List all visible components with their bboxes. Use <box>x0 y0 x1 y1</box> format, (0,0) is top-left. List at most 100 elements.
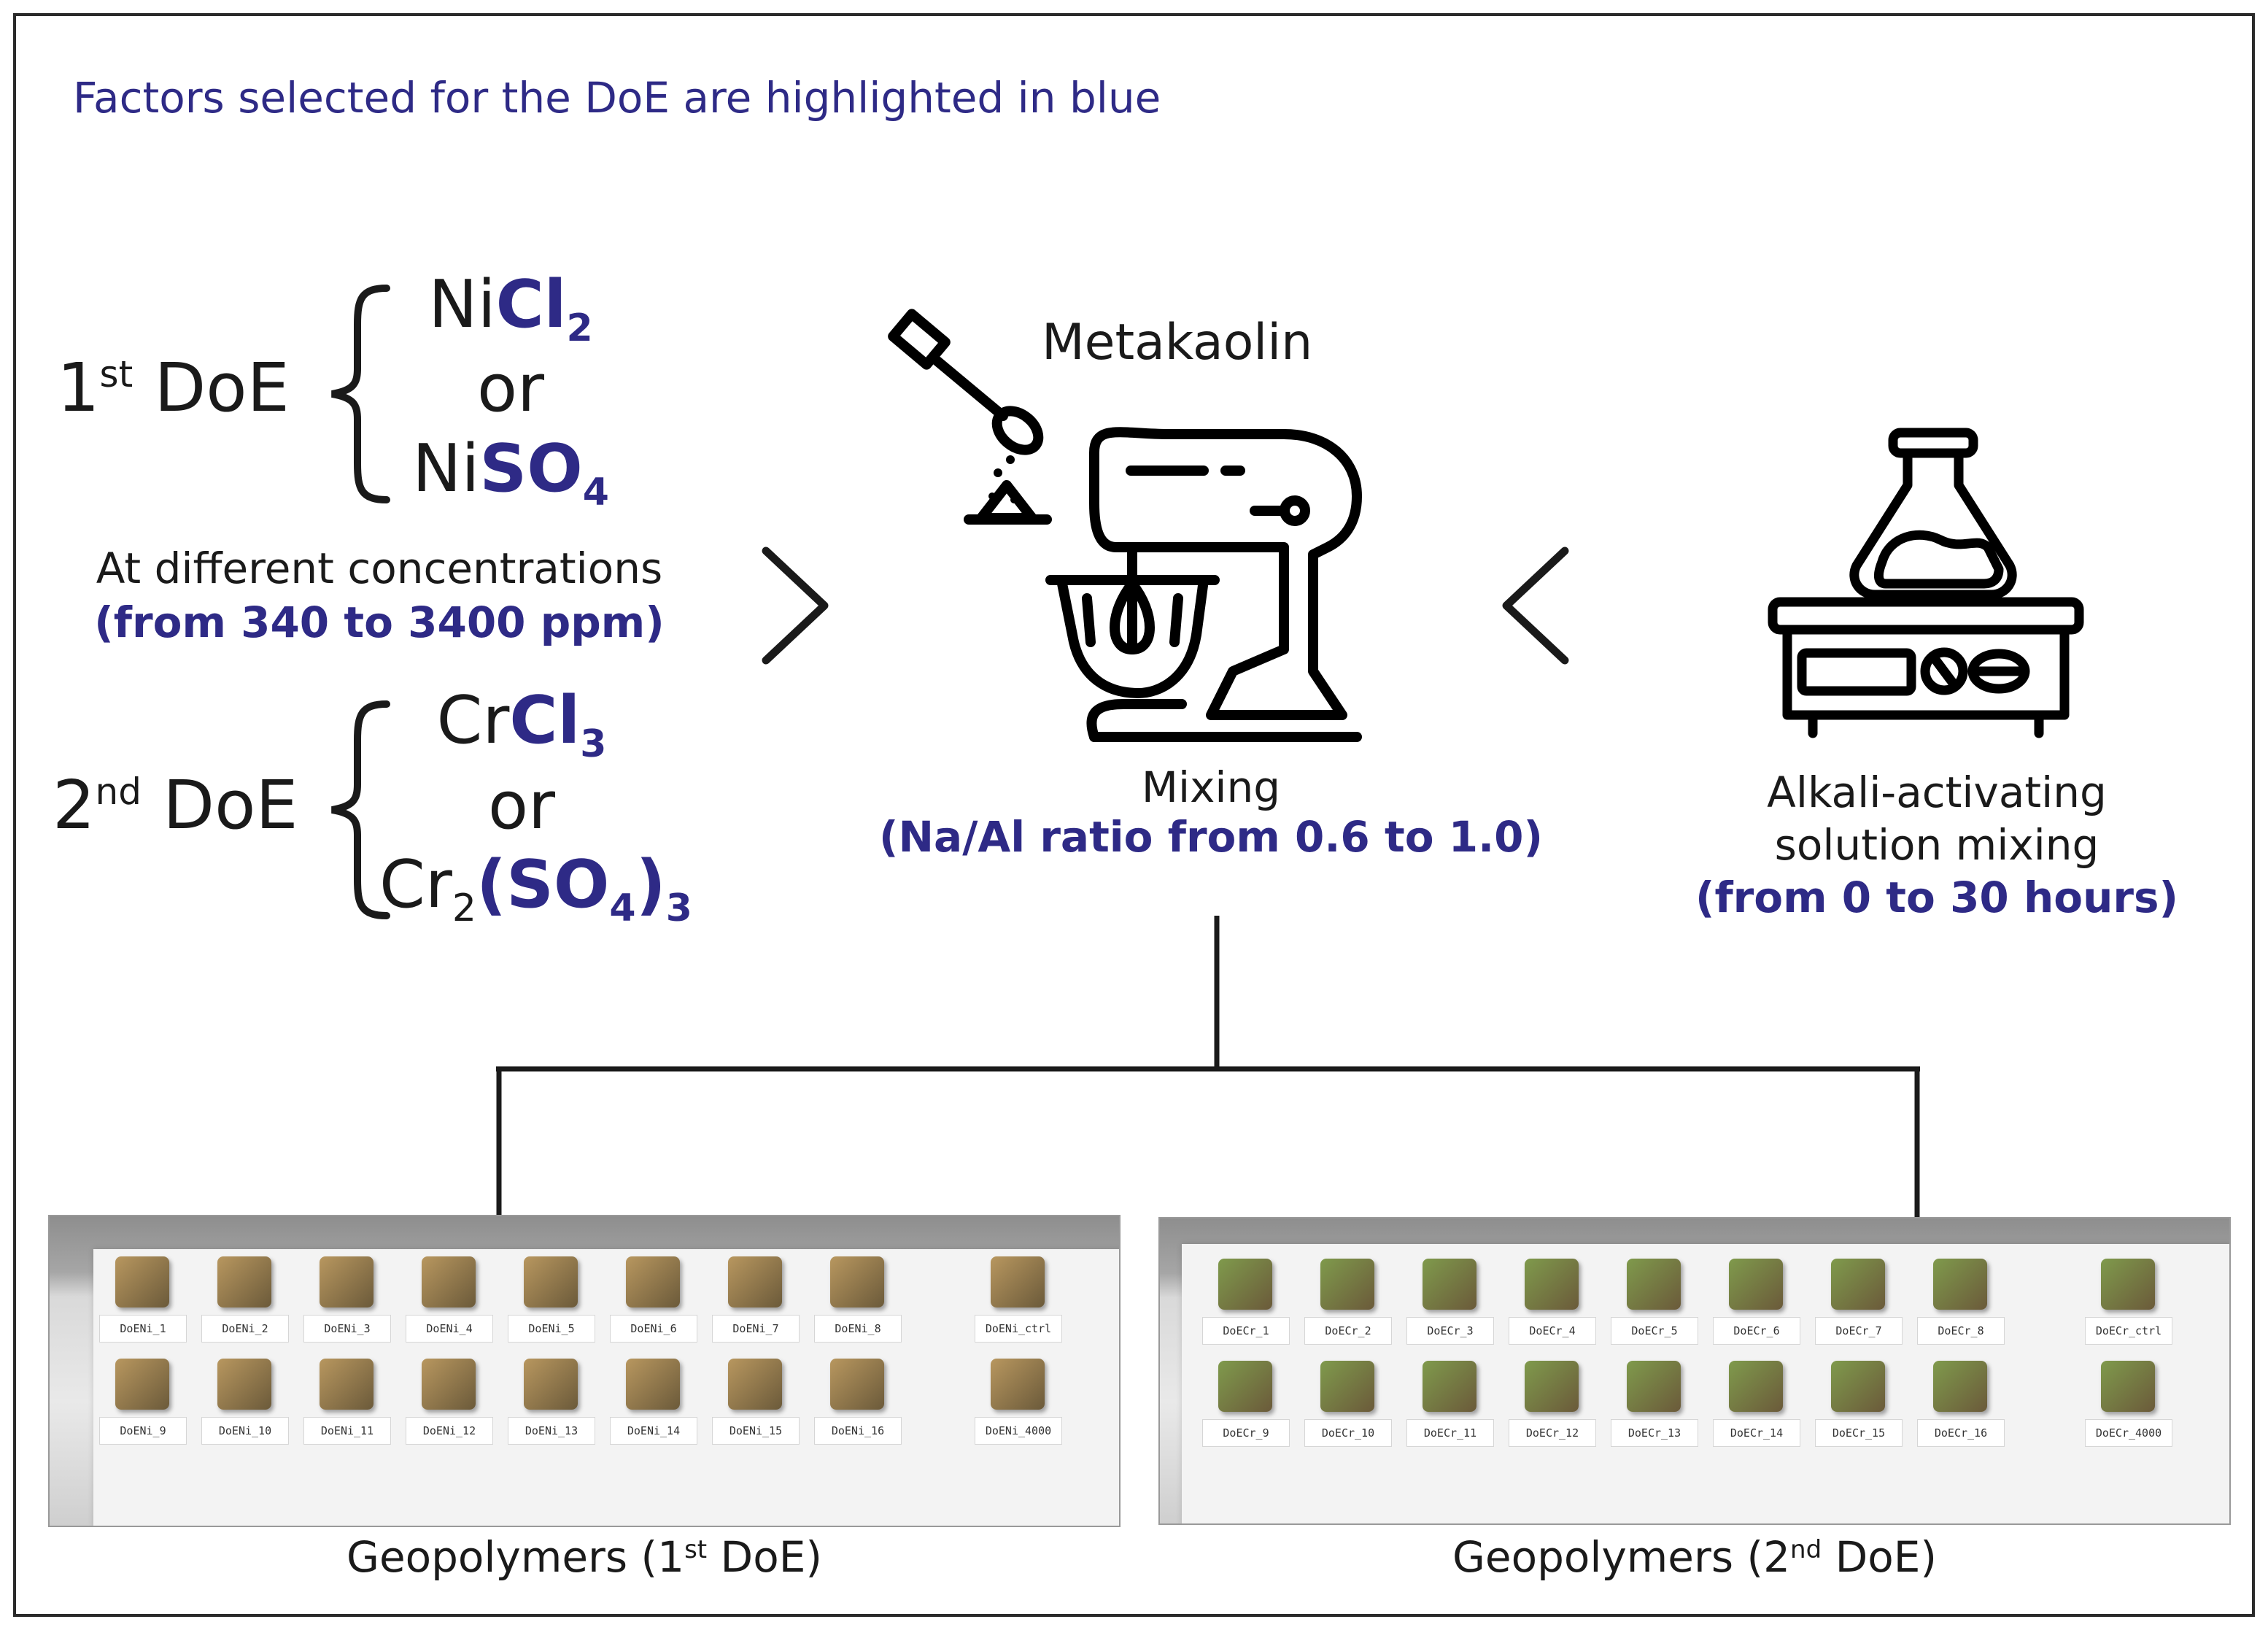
sample-cube <box>2101 1361 2155 1412</box>
chevron-left-icon <box>1502 546 1569 665</box>
lab-scale-flask-icon <box>1768 428 2084 738</box>
sample-tag: DoECr_7 <box>1815 1317 1903 1345</box>
sample-cube <box>1320 1361 1374 1412</box>
sample-cube <box>1627 1361 1681 1412</box>
salt-bracket: ) <box>635 846 666 923</box>
sample-tag: DoENi_13 <box>508 1417 595 1445</box>
sample-cube <box>217 1359 271 1410</box>
doe2-ordinal-suffix: nd <box>95 770 142 813</box>
sample-tag: DoENi_11 <box>303 1417 391 1445</box>
alkali-line2: solution mixing <box>1774 820 2099 870</box>
doe2-brace <box>331 700 390 919</box>
sample-cube <box>991 1256 1045 1308</box>
sample-cube <box>1423 1361 1476 1412</box>
sample-cube <box>1933 1361 1987 1412</box>
caption-doe2: Geopolymers (2nd DoE) <box>1158 1532 2231 1582</box>
caption-text: Geopolymers (2 <box>1452 1532 1791 1582</box>
doe1-or: or <box>476 350 545 427</box>
sample-tag: DoECr_3 <box>1406 1317 1494 1345</box>
caption-text: Geopolymers (1 <box>347 1532 685 1582</box>
salt-anion: Cl <box>495 266 567 343</box>
alkali-duration: (from 0 to 30 hours) <box>1695 873 2179 922</box>
salt-prefix: Ni <box>428 266 496 343</box>
sample-cube <box>2101 1259 2155 1310</box>
sample-cube <box>422 1256 476 1308</box>
sample-cube <box>524 1256 578 1308</box>
salt-anion: (SO <box>476 846 610 923</box>
sample-cube <box>524 1359 578 1410</box>
doe1-ordinal-number: 1 <box>57 349 100 427</box>
caption-doe1: Geopolymers (1st DoE) <box>48 1532 1121 1582</box>
sample-tag: DoENi_12 <box>406 1417 493 1445</box>
sample-cube <box>422 1359 476 1410</box>
sample-tag: DoECr_ctrl <box>2085 1317 2172 1345</box>
doe2-ordinal-number: 2 <box>53 766 96 844</box>
sample-cube <box>728 1359 782 1410</box>
sample-cube <box>626 1256 680 1308</box>
sample-cube <box>626 1359 680 1410</box>
sample-tag: DoENi_15 <box>712 1417 800 1445</box>
salt-subscript: 2 <box>566 306 593 350</box>
sample-tag: DoENi_14 <box>610 1417 697 1445</box>
mixing-range: (Na/Al ratio from 0.6 to 1.0) <box>879 812 1543 862</box>
sample-tag: DoECr_10 <box>1304 1419 1392 1447</box>
sample-cube <box>830 1359 884 1410</box>
sample-tag: DoECr_12 <box>1509 1419 1596 1447</box>
salt-subscript: 2 <box>452 887 476 930</box>
sample-tag: DoECr_14 <box>1713 1419 1800 1447</box>
sample-tag: DoENi_ctrl <box>975 1315 1062 1343</box>
sample-tag: DoECr_6 <box>1713 1317 1800 1345</box>
doe2-salt-a: CrCl3 <box>390 682 653 766</box>
sample-tag: DoENi_8 <box>814 1315 902 1343</box>
chevron-right-icon <box>762 546 829 665</box>
sample-cube <box>1525 1259 1579 1310</box>
sample-tag: DoECr_15 <box>1815 1419 1903 1447</box>
sample-cube <box>830 1256 884 1308</box>
sample-cube <box>217 1256 271 1308</box>
doe1-ordinal-suffix: st <box>99 353 133 395</box>
caption-sup: st <box>684 1535 708 1564</box>
sample-cube <box>728 1256 782 1308</box>
sample-cube <box>115 1359 169 1410</box>
doe2-or: or <box>487 768 556 844</box>
sample-cube <box>1729 1259 1783 1310</box>
sample-cube <box>1218 1259 1272 1310</box>
sample-cube <box>320 1359 374 1410</box>
salt-anion: Cl <box>509 682 581 759</box>
sample-tag: DoECr_5 <box>1611 1317 1698 1345</box>
alkali-label: Alkali-activating solution mixing (from … <box>1681 766 2192 924</box>
salt-prefix: Ni <box>412 430 480 507</box>
sample-cube <box>320 1256 374 1308</box>
sample-tag: DoENi_5 <box>508 1315 595 1343</box>
salt-subscript: 4 <box>609 887 636 930</box>
salt-subscript: 3 <box>665 887 692 930</box>
concentration-range: (from 340 to 3400 ppm) <box>94 598 665 647</box>
sample-tag: DoECr_8 <box>1917 1317 2005 1345</box>
caption-text: DoE) <box>707 1532 822 1582</box>
sample-tag: DoENi_7 <box>712 1315 800 1343</box>
sample-tag: DoENi_16 <box>814 1417 902 1445</box>
mixing-title: Mixing <box>1141 762 1281 812</box>
doe2-salt-b: Cr2(SO4)3 <box>379 846 692 930</box>
doe1-salt-a: NiCl2 <box>379 266 642 350</box>
sample-tag: DoENi_4 <box>406 1315 493 1343</box>
doe1-salt-b: NiSO4 <box>379 430 642 514</box>
sample-cube <box>1423 1259 1476 1310</box>
doe1-brace <box>331 285 390 503</box>
sample-tag: DoENi_9 <box>99 1417 187 1445</box>
caption-sup: nd <box>1790 1535 1822 1564</box>
sample-cube <box>1525 1361 1579 1412</box>
sample-tag: DoENi_3 <box>303 1315 391 1343</box>
sample-tag: DoENi_2 <box>201 1315 289 1343</box>
sample-cube <box>1320 1259 1374 1310</box>
sample-cube <box>1933 1259 1987 1310</box>
sample-cube <box>1831 1259 1885 1310</box>
legend-note: Factors selected for the DoE are highlig… <box>73 73 1161 123</box>
sample-tag: DoECr_13 <box>1611 1419 1698 1447</box>
stand-mixer-icon <box>888 309 1362 742</box>
salt-subscript: 3 <box>580 722 607 766</box>
sample-cube <box>1729 1361 1783 1412</box>
